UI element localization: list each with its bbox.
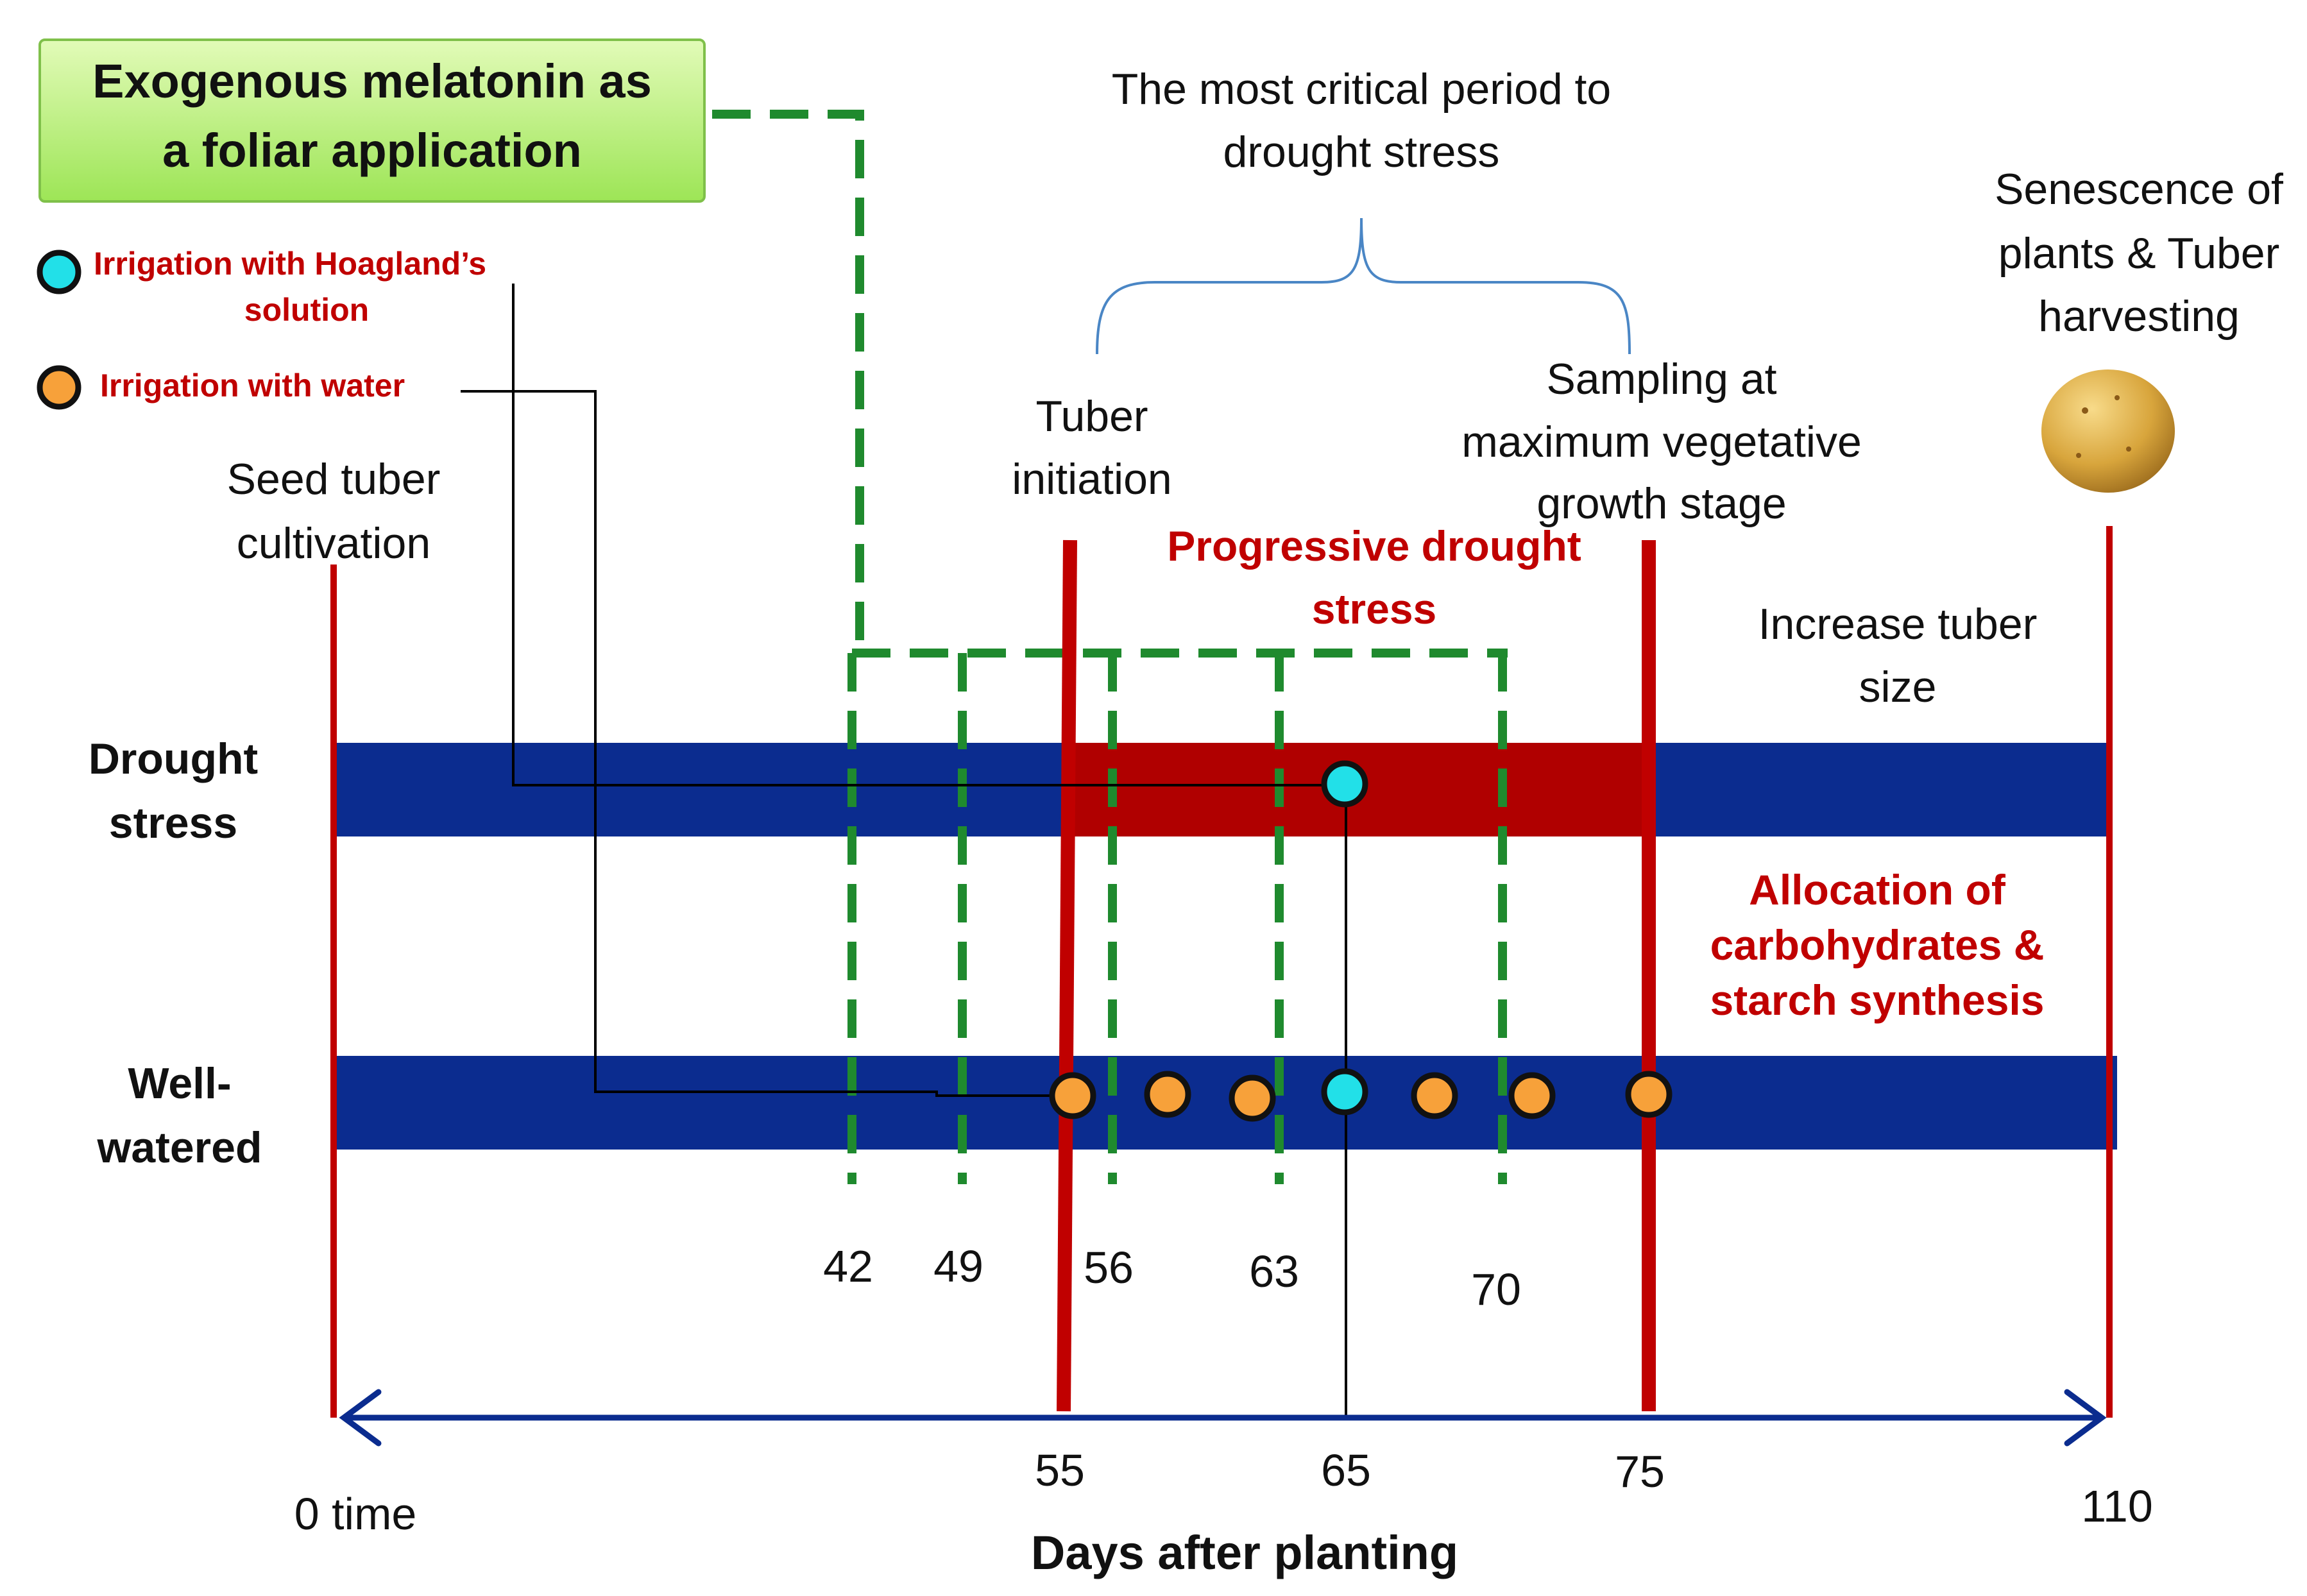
well-watered-row-label-line1: Well- [128,1059,231,1108]
melatonin-day-70: 70 [1471,1264,1521,1314]
allocation-label-line2: carbohydrates & [1710,921,2045,969]
critical-period-brace [1096,217,1631,355]
potato-icon [2041,369,2175,493]
sampling-label-line3: growth stage [1537,479,1786,528]
drought-row-label-line2: stress [109,799,237,847]
water-connector [461,390,1071,1097]
melatonin-title-box: Exogenous melatonin as a foliar applicat… [38,38,706,203]
critical-period-label-line2: drought stress [1223,128,1500,176]
melatonin-title-line2: a foliar application [162,124,582,177]
well-watered-row-label-line2: watered [97,1123,262,1172]
melatonin-day-49: 49 [933,1241,983,1291]
time-axis-arrow [339,1389,2107,1447]
melatonin-application-lines [712,110,1508,1184]
axis-tick-75: 75 [1615,1447,1665,1497]
senescence-label-line3: harvesting [2038,292,2240,341]
senescence-label-line2: plants & Tuber [1998,229,2279,278]
melatonin-day-63: 63 [1249,1246,1299,1296]
progressive-drought-label-line2: stress [1312,585,1437,632]
legend-hoagland-marker [37,250,81,294]
legend-connectors [461,284,1347,1418]
seed-tuber-label-line2: cultivation [237,519,430,568]
hoagland-marker-drought [1321,760,1368,808]
melatonin-title-line1: Exogenous melatonin as [92,55,652,108]
axis-tick-65: 65 [1321,1445,1371,1495]
marker-day-55 [1057,539,1077,1412]
allocation-label-line3: starch synthesis [1710,976,2045,1024]
sampling-label-line2: maximum vegetative [1461,418,1862,466]
axis-title: Days after planting [1031,1526,1458,1579]
drought-row-label-line1: Drought [89,734,258,783]
increase-tuber-label-line1: Increase tuber [1758,600,2038,649]
melatonin-day-56: 56 [1084,1243,1134,1293]
increase-tuber-label-line2: size [1859,663,1937,711]
sampling-label-line1: Sampling at [1546,355,1776,403]
tuber-initiation-label-line1: Tuber [1035,392,1148,441]
water-marker [1229,1074,1276,1122]
hoagland-marker-well-watered [1321,1068,1368,1116]
water-marker [1144,1071,1191,1118]
allocation-label-line1: Allocation of [1749,866,2006,913]
axis-tick-55: 55 [1035,1445,1085,1495]
irrigation-markers [1049,760,1673,1122]
melatonin-day-42: 42 [823,1241,873,1291]
axis-end-label: 110 [2081,1481,2153,1531]
critical-period-label-line1: The most critical period to [1112,65,1612,114]
water-marker [1049,1072,1096,1119]
senescence-label-line1: Senescence of [1995,165,2283,214]
seed-tuber-label-line1: Seed tuber [227,455,441,504]
legend-hoagland-label-line1: Irrigation with Hoagland’s [94,246,486,282]
legend-water-marker [37,365,81,410]
progressive-drought-label-line1: Progressive drought [1167,522,1581,570]
melatonin-connector [712,110,864,653]
legend-hoagland-label-line2: solution [244,292,369,328]
water-marker [1508,1072,1556,1119]
axis-start-label: 0 time [294,1489,417,1539]
legend-water-label: Irrigation with water [100,368,405,403]
tuber-initiation-label-line2: initiation [1012,455,1172,504]
water-marker [1411,1072,1458,1119]
hoagland-connector [512,284,1322,786]
water-marker [1625,1071,1673,1118]
well-watered-band [334,1056,2117,1150]
